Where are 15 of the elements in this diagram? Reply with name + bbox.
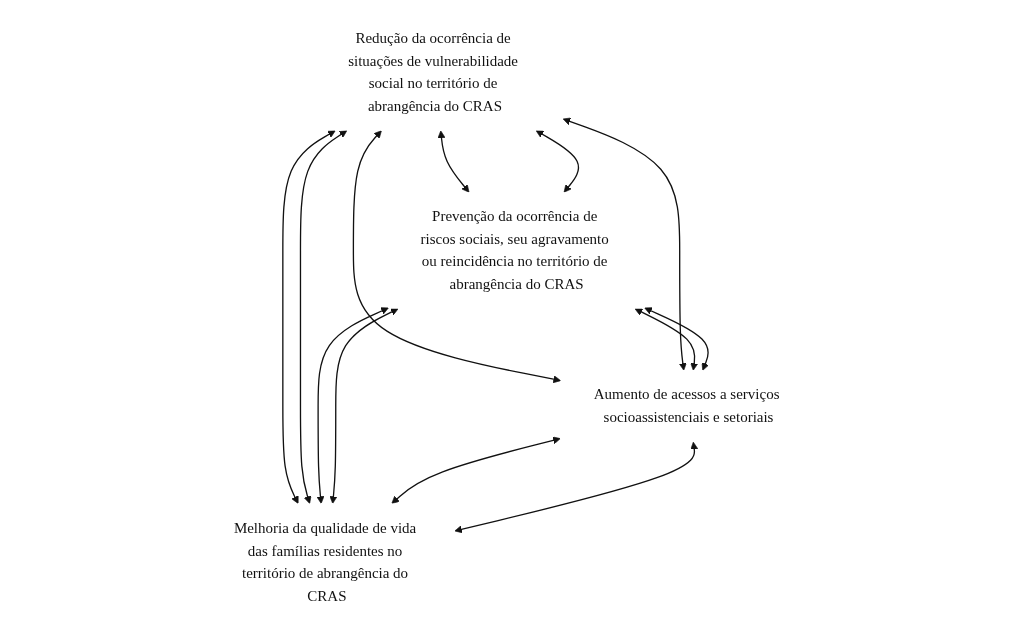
node-text: Redução da ocorrência de situações de vulnerabilidade social no território de abrangência do CRAS (348, 29, 519, 114)
arrow (644, 306, 710, 371)
arrow (391, 436, 561, 504)
arrow (353, 129, 562, 383)
node-text: Aumento de acessos a serviços socioassistenciais e setoriais (594, 385, 780, 425)
arrow (563, 117, 687, 371)
arrow (300, 129, 348, 504)
arrow (454, 441, 699, 533)
arrow (634, 307, 699, 371)
node-text: Melhoria da qualidade de vida das famílias residentes no território de abrangência do CRAS (234, 518, 417, 604)
arrow (329, 307, 399, 504)
arrow (282, 129, 336, 504)
node-text: Prevenção da ocorrência de riscos sociais, seu agravamento ou reincidência no território de abrangência do CRAS (420, 207, 610, 292)
arrow (316, 306, 389, 504)
arrow (536, 129, 580, 193)
